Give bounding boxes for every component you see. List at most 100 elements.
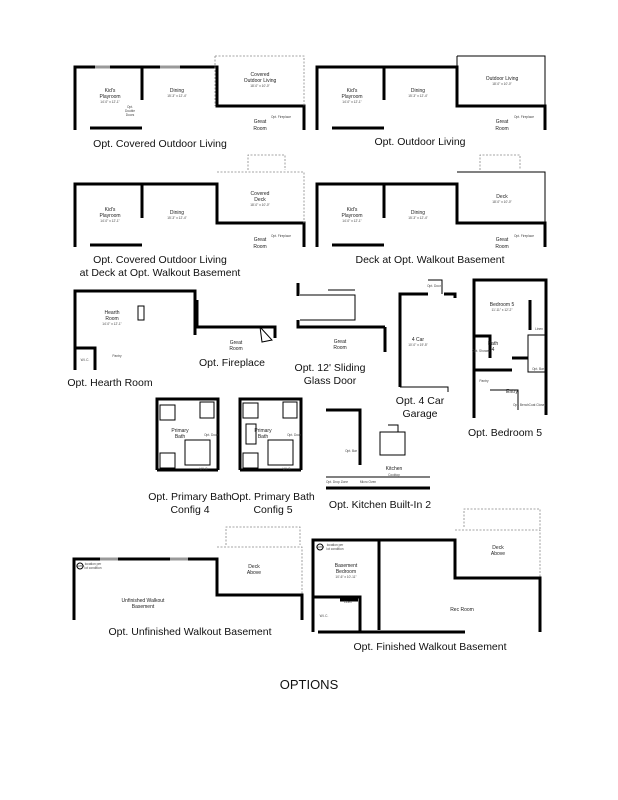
room-label: Basement	[132, 604, 155, 610]
room-label: Room	[105, 316, 118, 322]
room-label: Room	[495, 126, 508, 132]
room-label: Kid's	[347, 207, 358, 213]
room-label: Basement	[335, 563, 358, 569]
room-label: Covered	[251, 72, 270, 78]
option-caption: Deck at Opt. Walkout Basement	[355, 254, 504, 266]
plan-outdoor-living: Kid's Playroom 14'-0" x 12'-1" Dining 15…	[315, 55, 547, 148]
room-label: Room	[229, 346, 242, 352]
room-dimensions: 14'-0" x 12'-1"	[100, 100, 120, 104]
room-label: location per	[85, 562, 102, 566]
option-caption: Config 5	[253, 504, 292, 516]
option-caption: Glass Door	[304, 375, 357, 387]
room-label: Bedroom 5	[490, 302, 515, 308]
room-label: Unfinished Walkout	[122, 598, 166, 604]
room-label: Great	[334, 339, 347, 345]
room-label: Playroom	[341, 94, 362, 100]
room-label: Opt. Door	[287, 433, 302, 437]
room-label: Opt. Shower	[472, 349, 491, 353]
room-dimensions: 14'-0" x 12'-1"	[100, 219, 120, 223]
sump-label: Sump	[316, 545, 325, 549]
option-caption: Opt. Kitchen Built-In 2	[329, 499, 431, 511]
room-label: Outdoor Living	[244, 78, 277, 84]
room-label: Opt. Fireplace	[271, 234, 291, 238]
room-label: Opt. Fireplace	[514, 234, 534, 238]
room-label: Deck	[254, 197, 266, 203]
room-label: W.I.C.	[283, 467, 292, 471]
room-label: Bedroom	[336, 569, 356, 575]
plan-bedroom-5: Bedroom 5 11'-11" x 12'-2" Bath 4 Linen …	[468, 278, 548, 439]
option-caption: Opt. Covered Outdoor Living	[93, 254, 227, 266]
room-label: Kid's	[105, 88, 116, 94]
option-caption: Opt. Bedroom 5	[468, 427, 542, 439]
option-caption: Garage	[402, 408, 437, 420]
room-label: Micro Oven	[360, 480, 377, 484]
option-caption: Opt. Primary Bath	[148, 491, 232, 503]
room-label: Pantry	[479, 379, 489, 383]
room-dimensions: 18'-0" x 10'-0"	[250, 203, 270, 207]
room-label: Dining	[170, 210, 184, 216]
plan-unfinished-walkout-basement: Sump location per lot condition Unfinish…	[72, 526, 304, 638]
room-label: Bath	[258, 434, 269, 440]
plan-kitchen-built-in-2: Kitchen Cooktop Opt. Drop Zone Micro Ove…	[326, 408, 431, 511]
room-dimensions: 14'-0" x 12'-1"	[102, 322, 122, 326]
room-label: Playroom	[99, 94, 120, 100]
room-dimensions: 15'-3" x 12'-4"	[408, 94, 428, 98]
room-label: Opt. Door	[427, 284, 442, 288]
option-caption: Opt. Hearth Room	[67, 377, 152, 389]
room-label: location per	[327, 543, 344, 547]
option-caption: Config 4	[170, 504, 209, 516]
plan-deck-walkout: Kid's Playroom 14'-0" x 12'-1" Dining 15…	[315, 154, 547, 266]
room-label: Great	[496, 119, 509, 125]
room-label: Primary	[254, 428, 272, 434]
room-label: W.I.C.	[81, 358, 90, 362]
room-dimensions: 10'-0" x 19'-5"	[408, 343, 428, 347]
option-caption: Opt. Fireplace	[199, 357, 265, 369]
room-label: lot condition	[326, 547, 343, 551]
plan-primary-bath-config-4: Primary Bath Opt. Door W.I.C. Opt. Prima…	[148, 397, 232, 516]
room-label: Room	[253, 244, 266, 250]
room-dimensions: 14'-0" x 12'-1"	[342, 219, 362, 223]
room-dimensions: 18'-0" x 10'-0"	[250, 84, 270, 88]
room-label: Great	[254, 119, 267, 125]
room-label: Opt. Fireplace	[514, 115, 534, 119]
room-label: 4	[492, 347, 495, 353]
room-label: Covered	[251, 191, 270, 197]
room-label: Opt. Fireplace	[271, 115, 291, 119]
room-dimensions: 11'-11" x 12'-2"	[492, 308, 513, 312]
option-caption: Opt. Primary Bath	[231, 491, 315, 503]
room-label: Coat Closet	[529, 403, 546, 407]
option-caption: at Deck at Opt. Walkout Basement	[80, 267, 241, 279]
room-label: Entry	[506, 389, 518, 395]
room-label: Great	[230, 340, 243, 346]
room-label: W.I.C.	[200, 467, 209, 471]
plan-finished-walkout-basement: Sump location per lot condition Basement…	[311, 508, 542, 653]
room-label: Deck	[492, 545, 504, 551]
room-dimensions: 15'-3" x 12'-4"	[408, 216, 428, 220]
room-label: Double	[125, 109, 135, 113]
room-label: Kid's	[105, 207, 116, 213]
room-label: Above	[491, 551, 505, 557]
option-caption: Opt. 12' Sliding	[295, 362, 366, 374]
room-label: Opt. Bench	[513, 403, 529, 407]
room-dimensions: 14'-0" x 12'-1"	[342, 100, 362, 104]
room-label: Bath	[488, 341, 499, 347]
room-label: lot condition	[84, 566, 101, 570]
room-label: Dining	[411, 88, 425, 94]
option-caption: Opt. Finished Walkout Basement	[353, 641, 506, 653]
room-label: W.I.C.	[320, 614, 329, 618]
option-caption: Opt. Unfinished Walkout Basement	[108, 626, 271, 638]
room-label: Hearth	[104, 310, 119, 316]
plan-covered-outdoor-living-deck: Kid's Playroom 14'-0" x 12'-1" Dining 15…	[73, 154, 306, 279]
room-label: Linen	[344, 600, 352, 604]
room-dimensions: 18'-0" x 10'-0"	[492, 200, 512, 204]
room-dimensions: 10'-6" x 10'-11"	[335, 575, 356, 579]
plan-covered-outdoor-living: Kid's Playroom 14'-0" x 12'-1" Dining 15…	[73, 55, 306, 150]
room-label: Playroom	[341, 213, 362, 219]
room-label: Room	[333, 345, 346, 351]
room-label: Deck	[248, 564, 260, 570]
room-label: Kitchen	[386, 466, 403, 472]
room-label: Deck	[496, 194, 508, 200]
room-label: Dining	[411, 210, 425, 216]
room-label: Bath	[175, 434, 186, 440]
